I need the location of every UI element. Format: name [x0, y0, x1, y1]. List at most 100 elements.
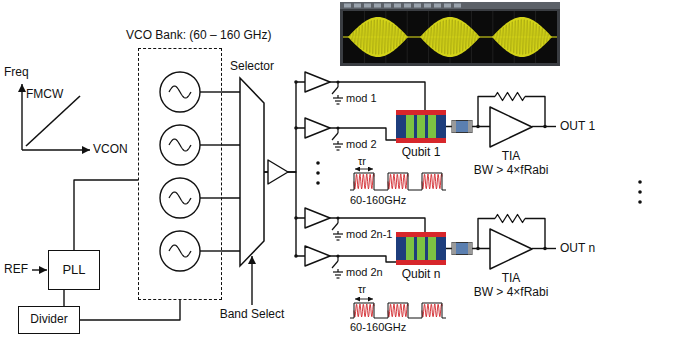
switch-symbol: [337, 128, 338, 133]
oscillator-wire: [200, 197, 222, 198]
switch-label: mod 2n: [346, 266, 383, 279]
node-text: Divider: [30, 313, 67, 327]
qubit-core: [406, 115, 436, 138]
switch-label: mod 1: [346, 92, 377, 105]
output-port: OUT n: [560, 242, 595, 256]
node-text: PLL: [62, 263, 85, 278]
node-text: BW > 4×fRabi: [474, 286, 549, 300]
pulse-width-arrow: [355, 169, 373, 170]
oscillator-symbol: [160, 231, 200, 271]
pulse-width-label: τr: [358, 283, 366, 296]
scope-button: [404, 4, 411, 8]
driver-amplifier: [305, 246, 330, 266]
qubit-core: [406, 237, 436, 260]
driver-amplifier: [305, 118, 330, 138]
ground-symbol: [337, 239, 340, 240]
junction-dot: [294, 254, 298, 258]
signal-wire: [74, 180, 138, 250]
resistor-symbol: [495, 93, 525, 101]
ground-symbol: [337, 149, 340, 150]
oscillator-wire: [200, 144, 222, 145]
pll-box: PLL: [48, 250, 100, 290]
axis-line: [22, 149, 90, 150]
ground-symbol: [337, 103, 340, 104]
node-text: Selector: [230, 60, 274, 74]
ground-symbol: [335, 274, 341, 275]
tia-amplifier: TIABW > 4×fRabi: [490, 229, 532, 269]
scope-button: [444, 4, 451, 8]
microwave-carrier: [354, 304, 374, 317]
scope-screen: [343, 11, 557, 63]
scope-burst: [348, 17, 408, 57]
microwave-carrier: [354, 174, 374, 189]
junction-dot: [294, 216, 298, 220]
qubit-stripe: [425, 115, 428, 138]
node-text: TIA: [502, 272, 521, 286]
sine-symbol: [169, 86, 191, 98]
microwave-carrier: [388, 304, 408, 317]
scope-button: [354, 4, 361, 8]
junction-dot: [638, 190, 642, 194]
node-text: TIA: [502, 150, 521, 164]
curve-label: FMCW: [26, 88, 63, 102]
axis-label: VCON: [93, 143, 128, 157]
ground-symbol: [337, 277, 340, 278]
scope-button: [344, 4, 351, 8]
node-text: BW > 4×fRabi: [474, 164, 549, 178]
pulse-envelope: [350, 173, 446, 190]
ground-symbol: [335, 236, 341, 237]
coax-connector: [468, 243, 472, 255]
scope-button: [424, 4, 431, 8]
switch-symbol: [332, 261, 338, 268]
oscillator-symbol: [160, 72, 200, 112]
junction-dot: [638, 200, 642, 204]
scope-frame: [340, 2, 560, 66]
oscillator-symbol: [160, 178, 200, 218]
signal-name: Band Select: [220, 308, 285, 322]
junction-dot: [316, 161, 320, 165]
coax-connector: [452, 121, 456, 133]
ground-symbol: [333, 271, 343, 272]
selector-mux: Selector: [240, 78, 264, 266]
amplifier-shape: [490, 107, 532, 147]
qubit-electrode: [396, 110, 446, 115]
fmcw-ramp: [26, 96, 80, 146]
scope-button: [364, 4, 371, 8]
switch-symbol: [332, 87, 338, 94]
qubit-stripe: [414, 237, 417, 260]
band-select-arrow: [251, 256, 252, 305]
switch-symbol: [337, 218, 338, 223]
tia-amplifier: TIABW > 4×fRabi: [490, 107, 532, 147]
frequency-label: 60-160GHz: [350, 194, 406, 207]
ground-symbol: [335, 100, 341, 101]
switch-label: mod 2: [346, 138, 377, 151]
microwave-carrier: [388, 174, 408, 189]
vco-bank: VCO Bank: (60 – 160 GHz): [138, 48, 222, 300]
output-wire: [532, 126, 556, 127]
coax-cable: [452, 243, 472, 255]
node-text: Qubit n: [402, 268, 441, 282]
ref-wire: [32, 269, 47, 270]
scope-button: [454, 4, 461, 8]
node-text: Qubit 1: [402, 146, 441, 160]
ground-symbol: [333, 233, 343, 234]
coax-connector: [468, 121, 472, 133]
junction-dot: [294, 126, 298, 130]
ground-symbol: [333, 143, 343, 144]
mux-shape: [240, 78, 264, 266]
junction-dot: [638, 180, 642, 184]
feedback-wire: [525, 97, 545, 127]
scope-button: [394, 4, 401, 8]
frequency-label: 60-160GHz: [350, 321, 406, 334]
signal-wire: [222, 92, 240, 251]
feedback-wire: [525, 219, 545, 249]
ground-symbol: [333, 97, 343, 98]
junction-dot: [294, 80, 298, 84]
coax-cable: [452, 121, 472, 133]
driver-amplifier: [305, 72, 330, 92]
shape-outline: [490, 107, 532, 147]
shape-outline: [240, 78, 264, 266]
